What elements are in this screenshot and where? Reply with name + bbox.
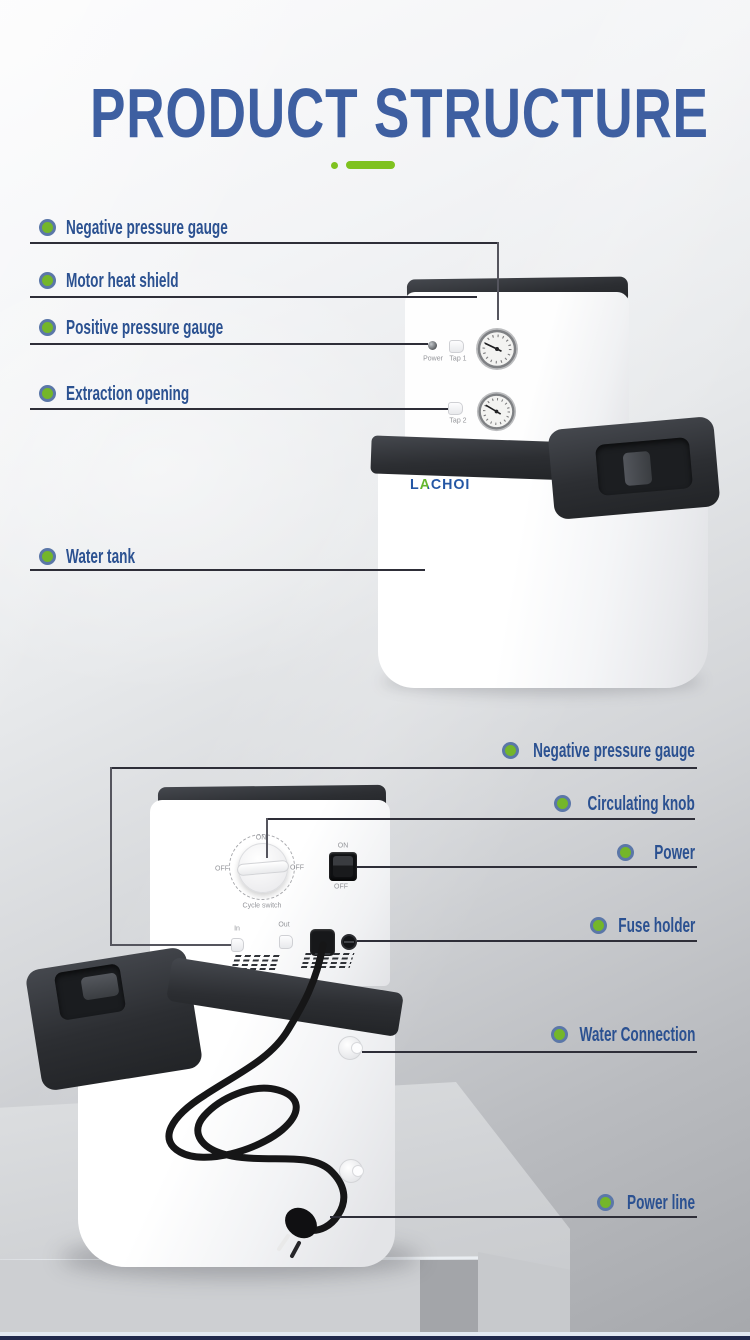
label-bullet-icon <box>39 272 56 289</box>
fuse-holder-slot <box>344 941 354 943</box>
tap1-caption: Tap 1 <box>449 354 467 363</box>
port-out-caption: Out <box>278 920 290 929</box>
knob-off-right-caption: OFF <box>290 863 304 872</box>
positive-pressure-gauge-dial <box>476 391 517 432</box>
callout-label: Circulating knob <box>587 793 695 815</box>
callout-label: Power line <box>626 1192 695 1214</box>
callout-label: Fuse holder <box>617 915 695 937</box>
machine1-handle-bar <box>622 450 653 487</box>
label-bullet-icon <box>39 385 56 402</box>
negative-pressure-gauge-dial <box>476 328 518 370</box>
bottom-navy-strip <box>0 1336 750 1340</box>
callout-underline <box>30 242 498 244</box>
power-cord <box>165 941 348 1258</box>
callout-underline <box>330 1216 697 1218</box>
port-in-caption: In <box>234 924 240 933</box>
callout-label: Negative pressure gauge <box>533 740 695 762</box>
label-bullet-icon <box>554 795 571 812</box>
title-accent-bar <box>346 161 395 169</box>
switch-off-caption: OFF <box>334 882 348 891</box>
callout-connector <box>110 944 231 946</box>
label-bullet-icon <box>590 917 607 934</box>
machine1-pump-head <box>405 292 629 442</box>
callout-underline <box>357 866 697 868</box>
callout-underline <box>30 296 477 298</box>
pedestal-front-face <box>0 1260 480 1340</box>
knob-off-left-caption: OFF <box>215 864 229 873</box>
label-bullet-icon <box>39 219 56 236</box>
label-bullet-icon <box>39 548 56 565</box>
power-indicator-led <box>428 341 437 350</box>
machine1-collar-rim <box>370 435 578 481</box>
callout-connector <box>497 242 499 320</box>
brand-logo: LACHOI <box>410 476 471 493</box>
knob-on-caption: ON <box>255 833 267 842</box>
tap2-caption: Tap 2 <box>449 416 467 425</box>
power-led-caption: Power <box>423 354 443 363</box>
cycle-switch-dial-ring <box>229 834 295 900</box>
in-port-nozzle <box>231 938 244 952</box>
callout-label: Extraction opening <box>66 383 190 405</box>
callout-underline <box>357 940 697 942</box>
callout-underline <box>266 818 695 820</box>
water-connection-knob-upper-tip <box>351 1042 363 1054</box>
label-bullet-icon <box>39 319 56 336</box>
switch-on-caption: ON <box>337 841 349 850</box>
label-bullet-icon <box>502 742 519 759</box>
callout-label: Negative pressure gauge <box>66 217 228 239</box>
callout-label: Water Connection <box>579 1024 695 1046</box>
cycle-switch-caption: Cycle switch <box>242 901 282 910</box>
callout-underline <box>362 1051 697 1053</box>
callout-underline <box>30 569 425 571</box>
callout-underline <box>30 343 428 345</box>
page-title: PRODUCT STRUCTURE <box>90 74 709 152</box>
callout-label: Motor heat shield <box>66 270 179 292</box>
out-port-nozzle <box>279 935 293 949</box>
label-bullet-icon <box>617 844 634 861</box>
power-rocker-face <box>333 856 353 877</box>
pedestal-side-face-dark <box>420 1260 482 1340</box>
water-connection-knob-lower-tip <box>352 1165 364 1177</box>
callout-label: Water tank <box>66 546 136 568</box>
callout-underline <box>30 408 448 410</box>
bottom-light-strip <box>0 1332 750 1336</box>
callout-underline <box>110 767 697 769</box>
tap1-nozzle <box>449 340 464 353</box>
callout-connector <box>266 818 268 858</box>
callout-label: Power <box>654 842 695 864</box>
callout-connector <box>110 767 112 945</box>
label-bullet-icon <box>597 1194 614 1211</box>
title-accent-dot <box>331 162 338 169</box>
tap2-nozzle <box>448 402 463 415</box>
callout-label: Positive pressure gauge <box>66 317 224 339</box>
label-bullet-icon <box>551 1026 568 1043</box>
